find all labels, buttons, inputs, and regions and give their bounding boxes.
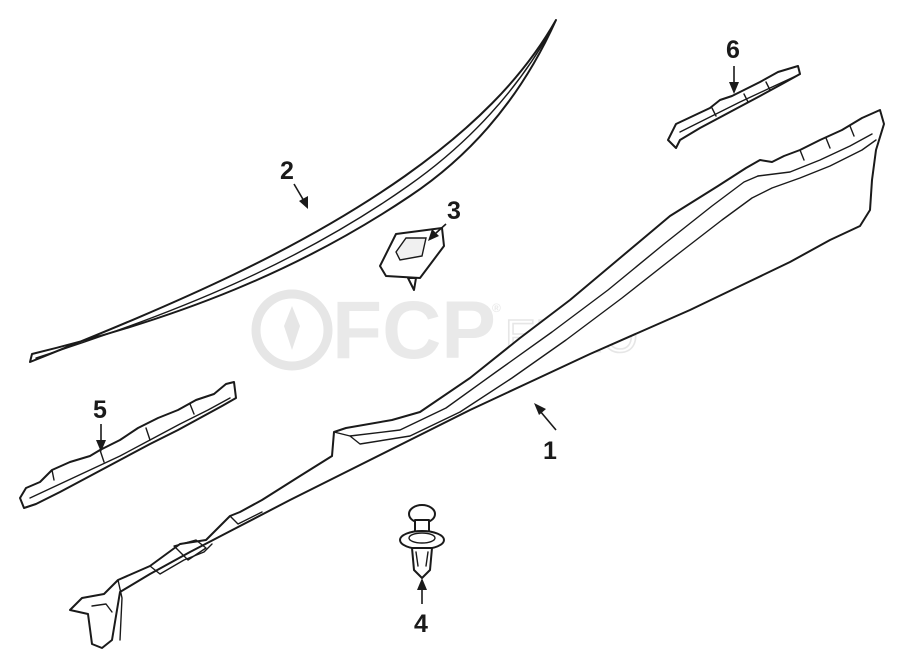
watermark-brand: FCP bbox=[332, 285, 496, 376]
watermark-mark: ® bbox=[492, 301, 501, 315]
callout-2: 2 bbox=[280, 157, 308, 209]
part-4-push-pin bbox=[399, 504, 445, 579]
part-3-clip bbox=[379, 227, 445, 291]
callout-5-label: 5 bbox=[93, 396, 107, 424]
callout-6-label: 6 bbox=[726, 36, 740, 64]
part-6-trim-strip bbox=[667, 65, 801, 149]
callout-2-label: 2 bbox=[280, 157, 294, 185]
part-2-molding-strip bbox=[29, 19, 557, 363]
callout-4-label: 4 bbox=[414, 610, 428, 638]
callout-1: 1 bbox=[534, 403, 557, 465]
part-5-trim-strip bbox=[19, 381, 237, 509]
callout-6: 6 bbox=[726, 36, 740, 94]
part-1-side-skirt bbox=[69, 109, 885, 649]
callout-5: 5 bbox=[93, 396, 107, 452]
callout-3: 3 bbox=[428, 197, 461, 241]
watermark-emblem-icon bbox=[251, 289, 333, 371]
callout-4: 4 bbox=[414, 578, 428, 638]
callout-3-label: 3 bbox=[447, 197, 461, 225]
callout-1-label: 1 bbox=[543, 437, 557, 465]
